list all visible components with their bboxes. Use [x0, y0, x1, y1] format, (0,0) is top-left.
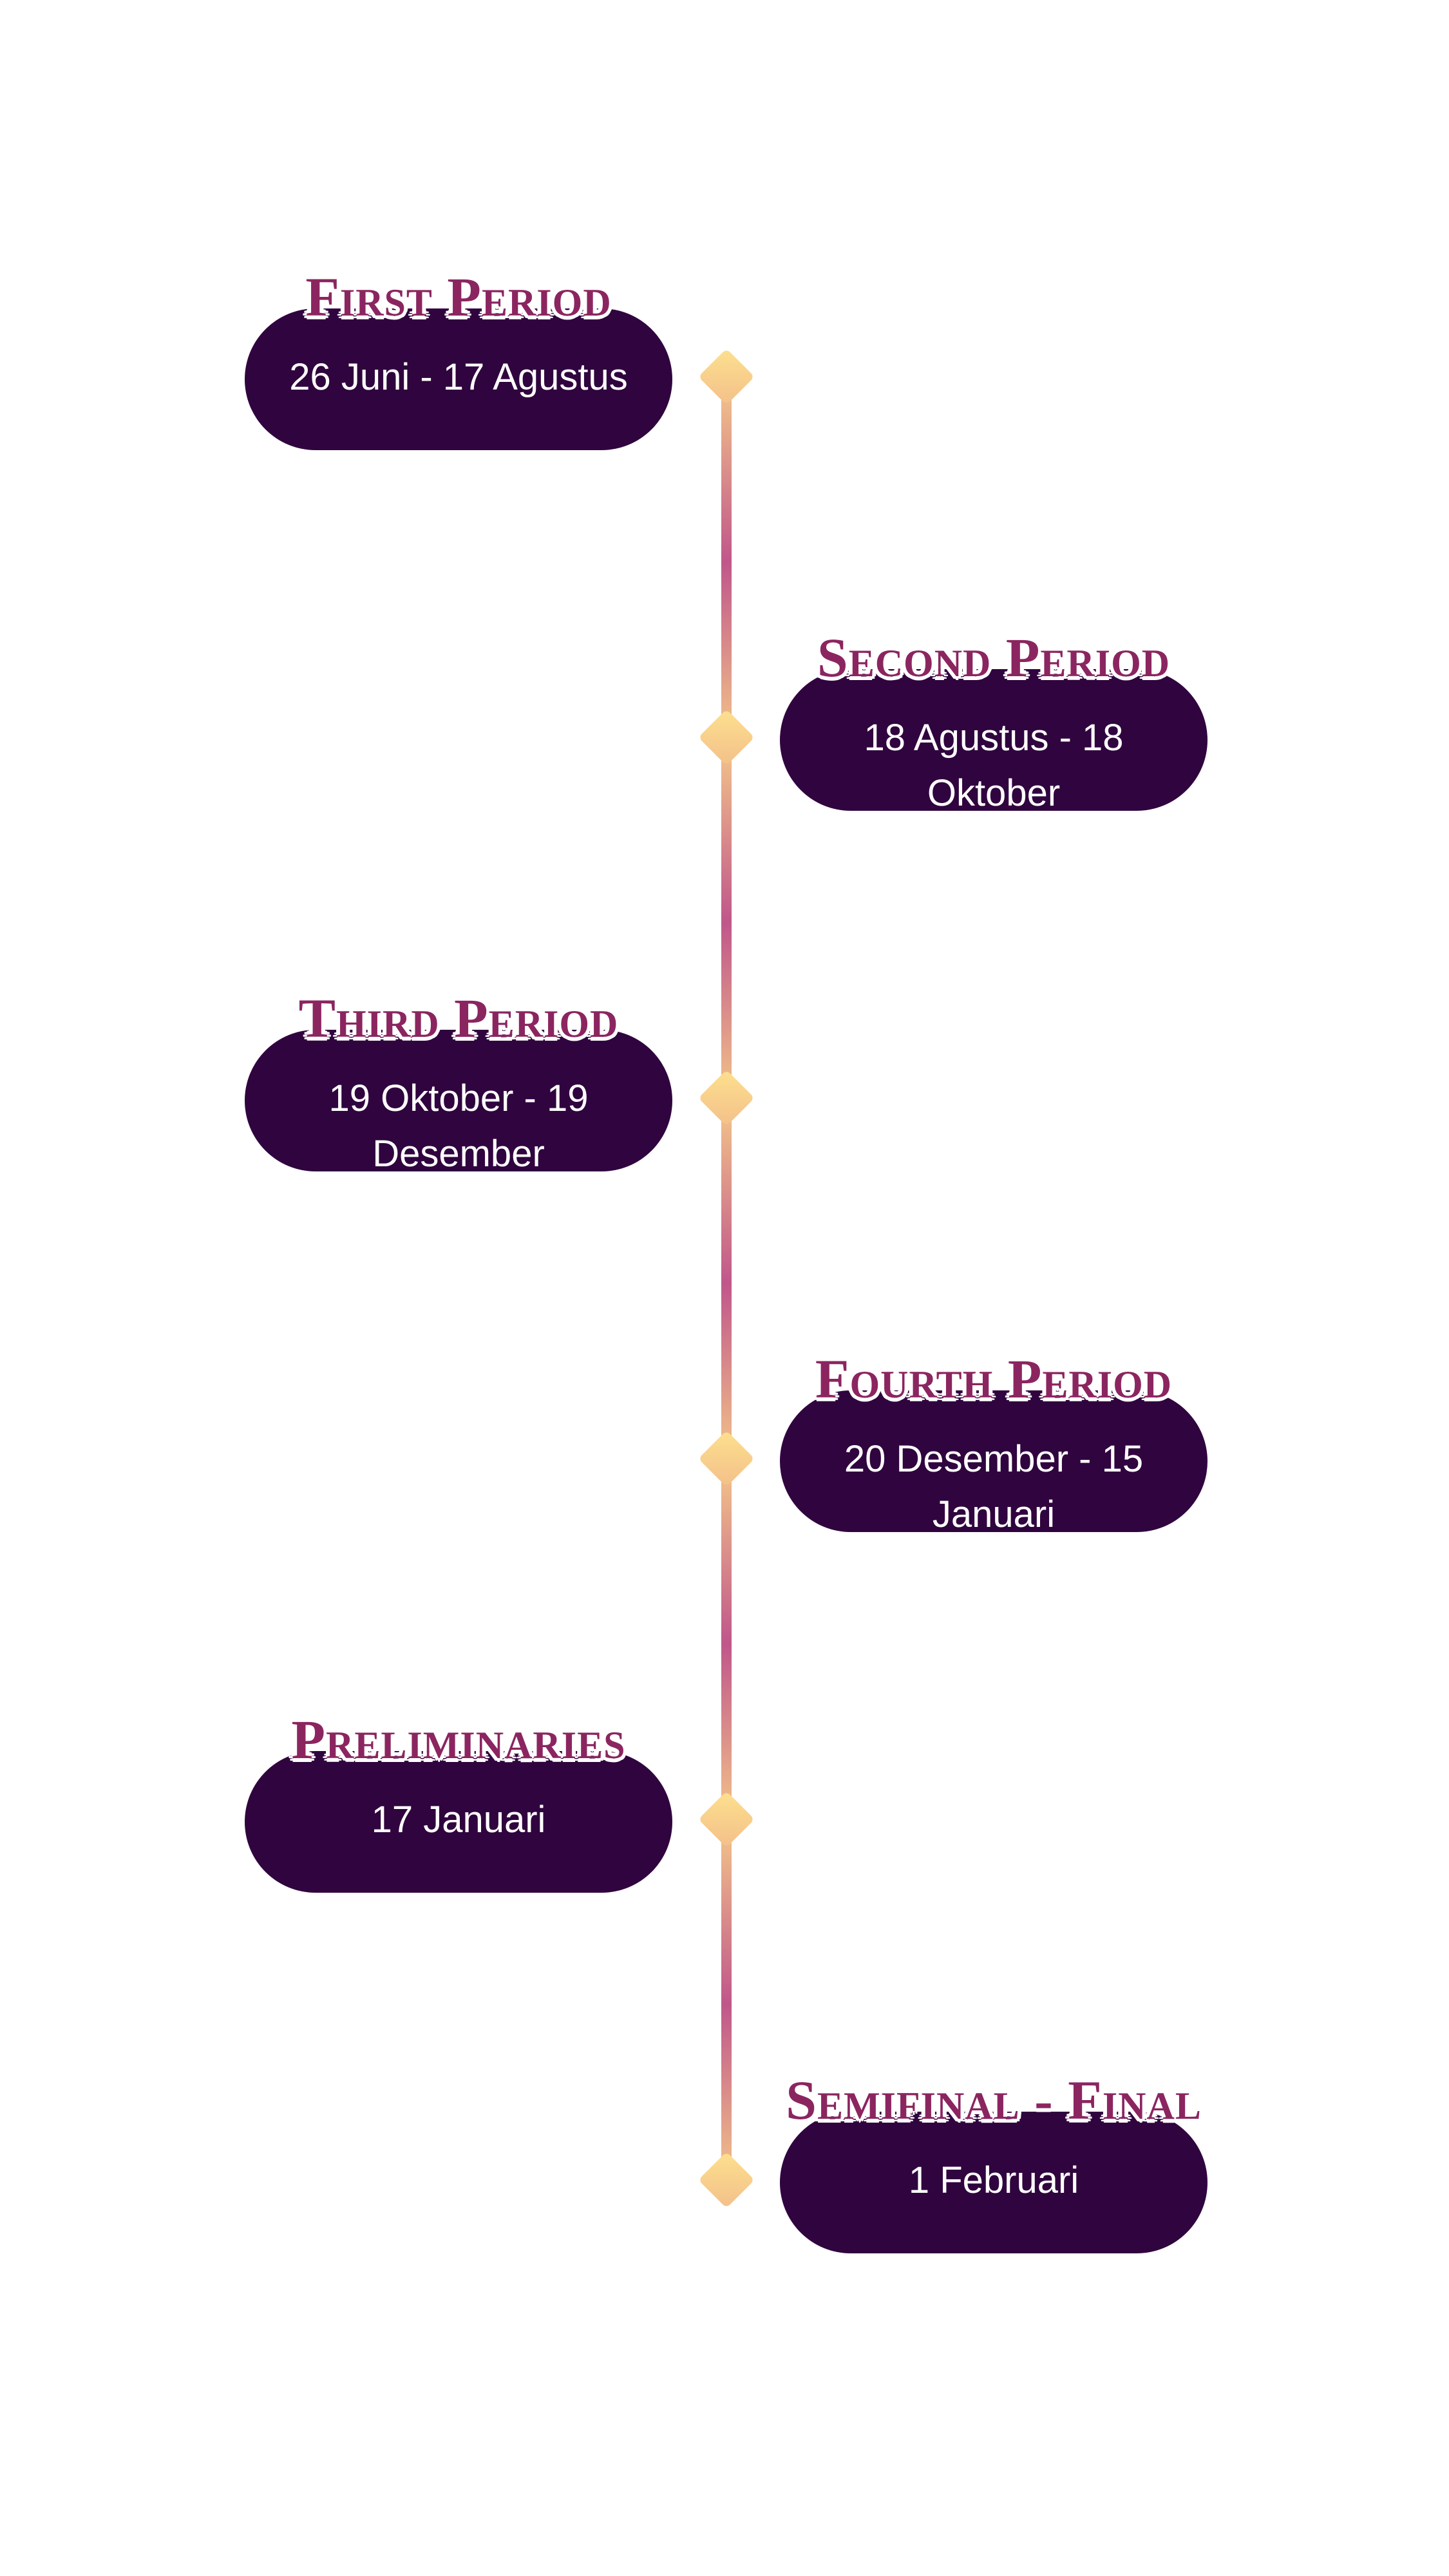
timeline-line-segment	[721, 747, 732, 1098]
timeline-card-semifinal-final: Semifinal - Final 1 Februari	[780, 2069, 1208, 2253]
card-date: 20 Desember - 15 Januari	[844, 1438, 1144, 1535]
card-date: 26 Juni - 17 Agustus	[289, 356, 628, 398]
timeline-line-segment	[721, 1829, 732, 2180]
card-title: Third Period	[298, 987, 619, 1049]
timeline-card-third-period: Third Period 19 Oktober - 19 Desember	[245, 987, 672, 1175]
diamond-marker-icon	[698, 1430, 755, 1487]
card-date: 19 Oktober - 19 Desember	[328, 1077, 589, 1175]
card-date: 17 Januari	[371, 1799, 546, 1841]
card-date: 18 Agustus - 18 Oktober	[864, 717, 1124, 814]
card-title: Semifinal - Final	[786, 2069, 1202, 2131]
timeline-line-segment	[721, 1108, 732, 1459]
card-title: First Period	[305, 266, 612, 328]
timeline-card-fourth-period: Fourth Period 20 Desember - 15 Januari	[780, 1348, 1208, 1535]
card-title: Fourth Period	[815, 1348, 1173, 1410]
timeline-card-first-period: First Period 26 Juni - 17 Agustus	[245, 266, 672, 450]
timeline-card-second-period: Second Period 18 Agustus - 18 Oktober	[780, 627, 1208, 814]
timeline-card-preliminaries: Preliminaries 17 Januari	[245, 1709, 672, 1893]
diamond-marker-icon	[698, 1070, 755, 1126]
card-title: Second Period	[817, 627, 1171, 688]
timeline-line-segment	[721, 386, 732, 737]
timeline-line-segment	[721, 1468, 732, 1819]
diamond-marker-icon	[698, 709, 755, 766]
diamond-marker-icon	[698, 2152, 755, 2208]
diamond-marker-icon	[698, 1791, 755, 1848]
diamond-marker-icon	[698, 348, 755, 405]
card-title: Preliminaries	[291, 1709, 626, 1770]
card-date: 1 Februari	[908, 2159, 1079, 2201]
